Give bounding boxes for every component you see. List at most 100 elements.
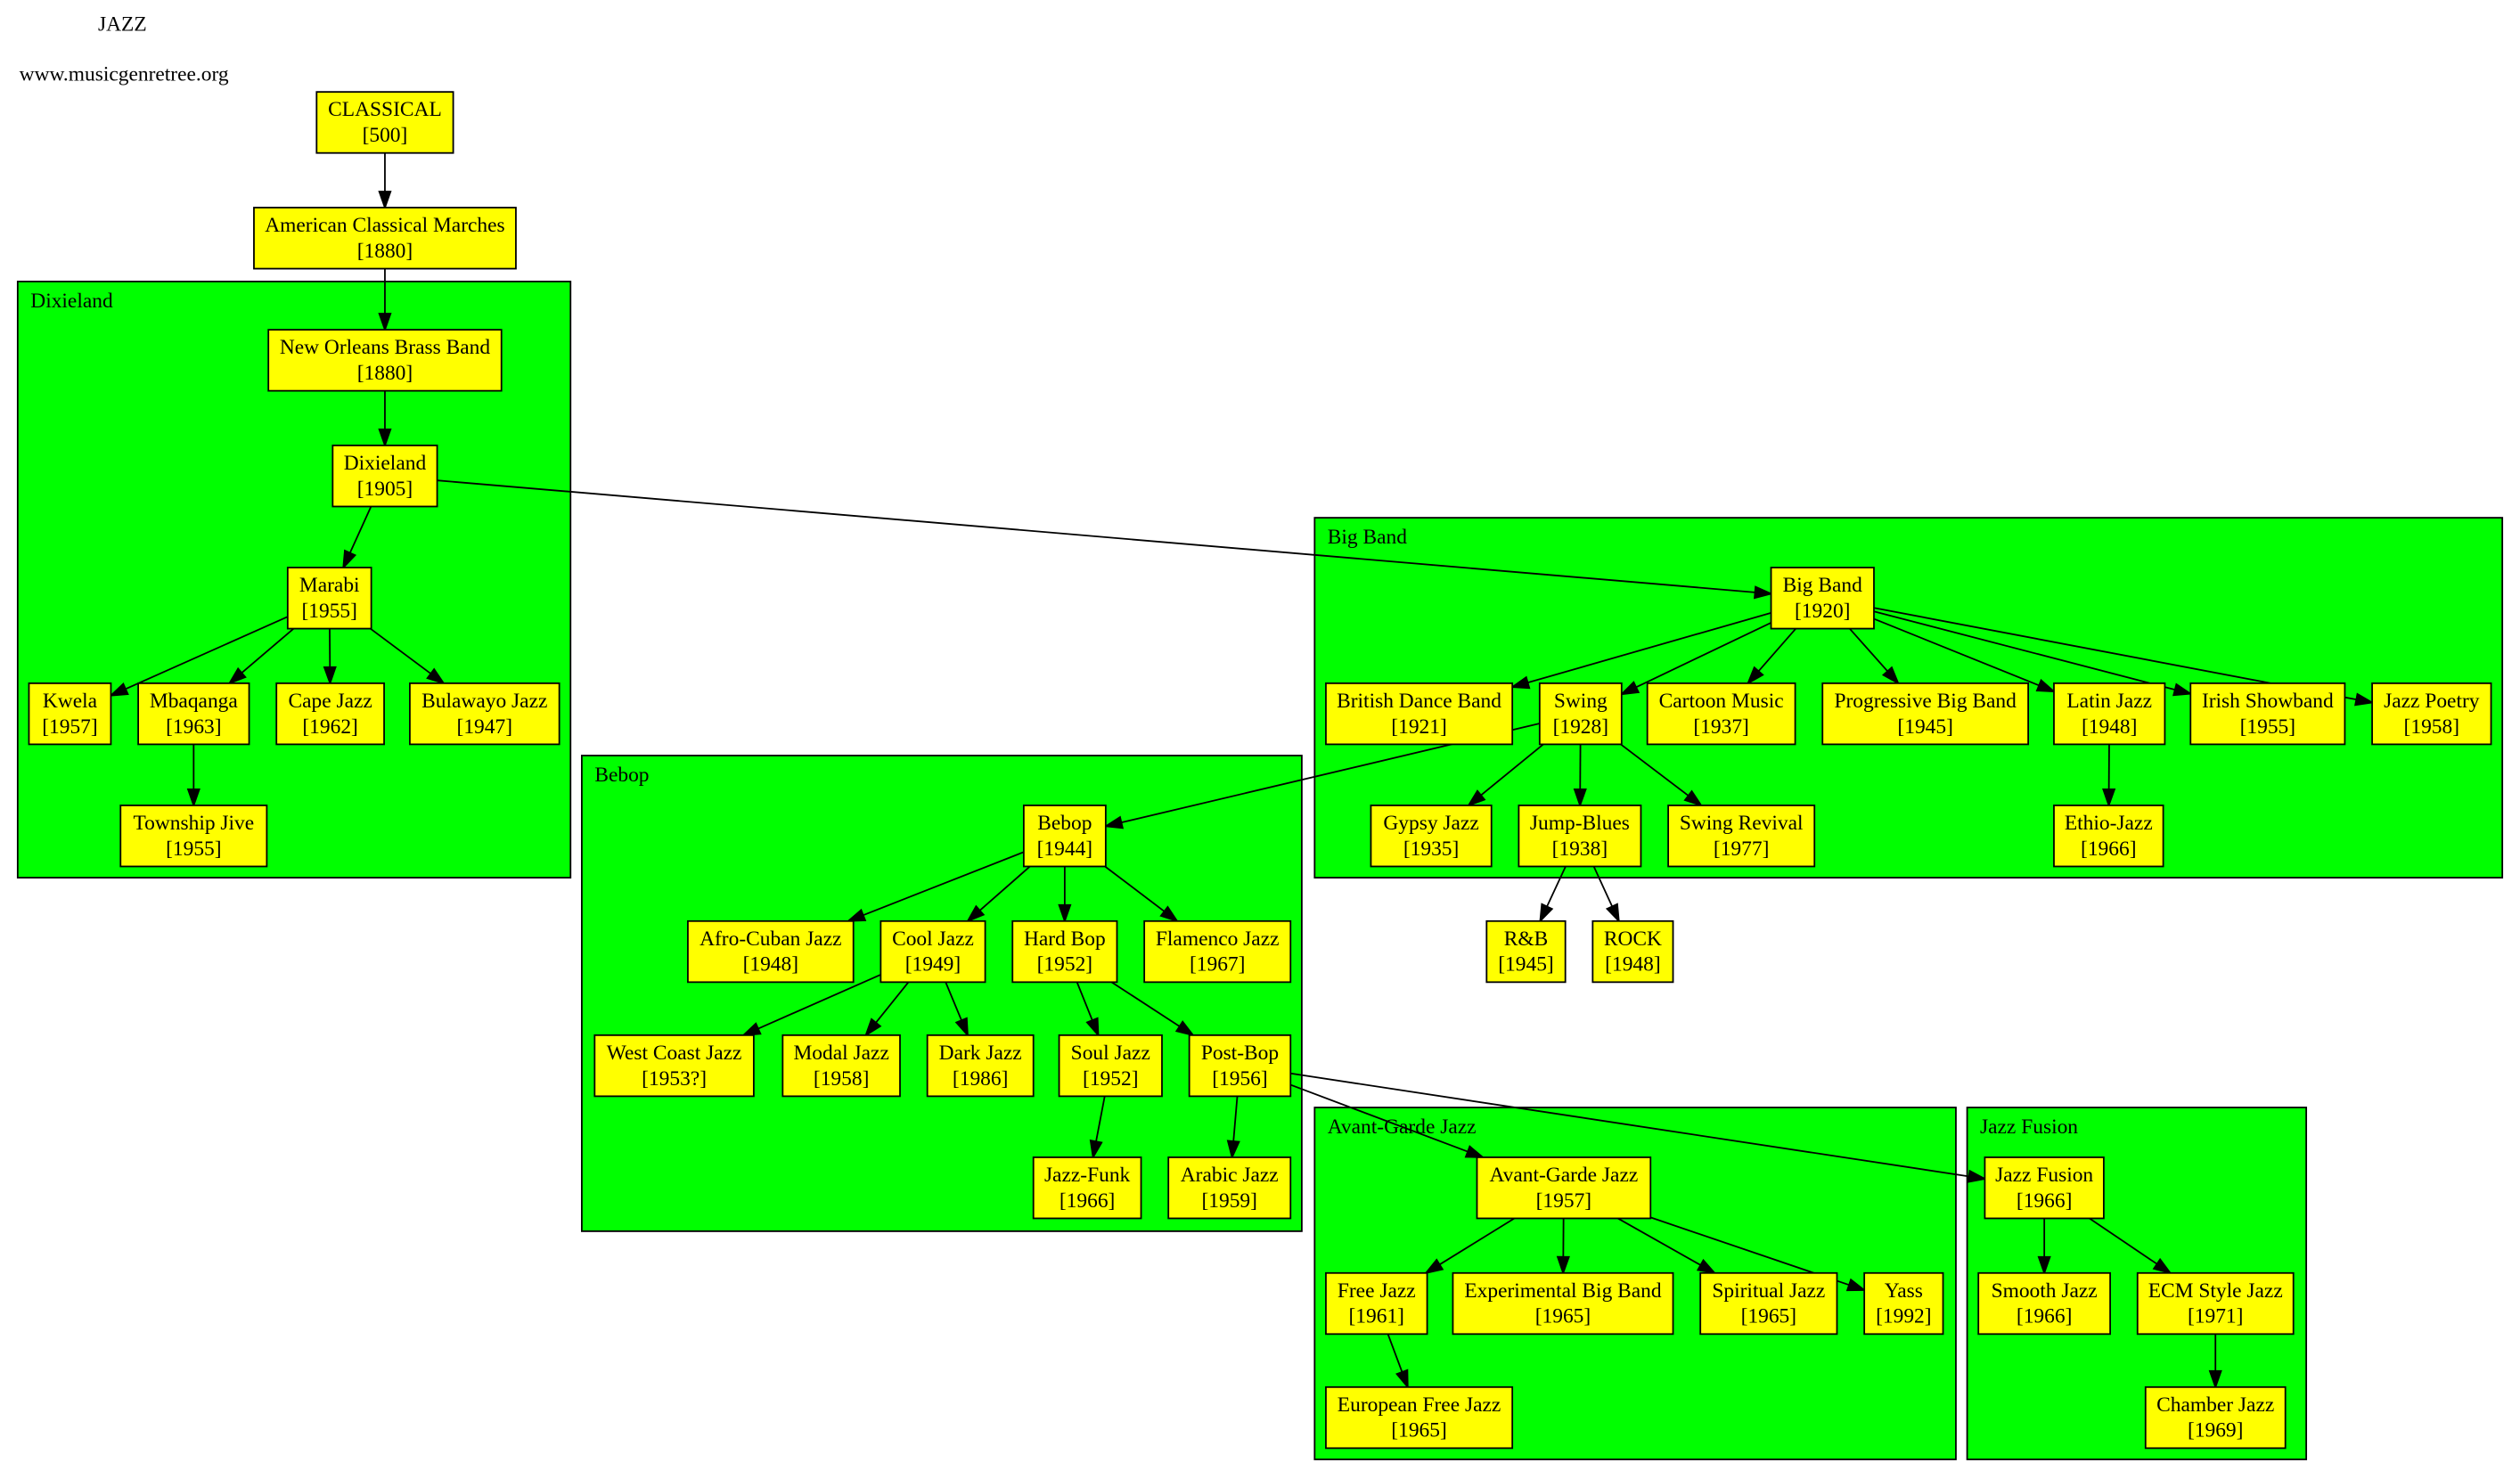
edge-latin-to-ethio bbox=[2102, 744, 2116, 808]
genre-year: [1967] bbox=[1190, 953, 1246, 976]
genre-node-spiritual[interactable]: Spiritual Jazz[1965] bbox=[1699, 1271, 1838, 1336]
genre-node-kwela[interactable]: Kwela[1957] bbox=[28, 682, 112, 746]
genre-node-dixie[interactable]: Dixieland[1905] bbox=[331, 445, 438, 508]
edge-line bbox=[1873, 617, 2040, 687]
genre-node-capejazz[interactable]: Cape Jazz[1962] bbox=[275, 682, 385, 746]
genre-box bbox=[315, 91, 454, 154]
genre-year: [1921] bbox=[1391, 715, 1447, 739]
genre-node-cool[interactable]: Cool Jazz[1949] bbox=[880, 919, 986, 984]
genre-box bbox=[1646, 682, 1796, 746]
arrowhead-icon bbox=[227, 666, 247, 685]
genre-box bbox=[2136, 1271, 2295, 1336]
genre-node-nobb[interactable]: New Orleans Brass Band[1880] bbox=[267, 329, 503, 392]
genre-node-mbaqanga[interactable]: Mbaqanga[1963] bbox=[137, 682, 250, 746]
genre-node-bigband[interactable]: Big Band[1920] bbox=[1770, 567, 1875, 630]
genre-node-rnb[interactable]: R&B[1945] bbox=[1485, 919, 1567, 984]
genre-year: [1963] bbox=[166, 715, 222, 739]
genre-year: [1953?] bbox=[642, 1067, 707, 1091]
genre-year: [1966] bbox=[2081, 838, 2137, 861]
genre-name: Cape Jazz bbox=[288, 690, 372, 713]
genre-node-irish[interactable]: Irish Showband[1955] bbox=[2189, 682, 2346, 746]
genre-node-bulawayo[interactable]: Bulawayo Jazz[1947] bbox=[409, 682, 560, 746]
arrowhead-icon bbox=[1683, 789, 1704, 807]
genre-node-soul[interactable]: Soul Jazz[1952] bbox=[1058, 1034, 1163, 1098]
arrowhead-icon bbox=[846, 908, 867, 922]
edge-bigband-to-latin bbox=[1873, 617, 2057, 693]
genre-node-arabic[interactable]: Arabic Jazz[1959] bbox=[1167, 1156, 1292, 1220]
genre-node-rock[interactable]: ROCK[1948] bbox=[1591, 919, 1674, 984]
genre-node-postbop[interactable]: Post-Bop[1956] bbox=[1188, 1034, 1292, 1098]
genre-node-acm[interactable]: American Classical Marches[1880] bbox=[253, 207, 517, 270]
genre-box bbox=[1538, 682, 1623, 746]
genre-name: Progressive Big Band bbox=[1834, 690, 2017, 713]
genre-node-fusion[interactable]: Jazz Fusion[1966] bbox=[1984, 1156, 2105, 1220]
genre-node-avantgarde[interactable]: Avant-Garde Jazz[1957] bbox=[1476, 1156, 1652, 1220]
genre-node-british[interactable]: British Dance Band[1921] bbox=[1325, 682, 1514, 746]
genre-node-swingrevival[interactable]: Swing Revival[1977] bbox=[1667, 805, 1816, 868]
genre-node-expbigband[interactable]: Experimental Big Band[1965] bbox=[1452, 1271, 1674, 1336]
genre-node-yass[interactable]: Yass[1992] bbox=[1863, 1271, 1944, 1336]
genre-node-free[interactable]: Free Jazz[1961] bbox=[1325, 1271, 1428, 1336]
arrowhead-icon bbox=[378, 313, 392, 332]
genre-year: [1945] bbox=[1498, 953, 1554, 976]
edge-hardbop-to-postbop bbox=[1110, 981, 1196, 1037]
arrowhead-icon bbox=[1746, 666, 1764, 685]
genre-node-poetry[interactable]: Jazz Poetry[1958] bbox=[2371, 682, 2492, 746]
arrowhead-icon bbox=[1464, 1145, 1485, 1158]
genre-node-westcoast[interactable]: West Coast Jazz[1953?] bbox=[593, 1034, 755, 1098]
genre-node-afrocuban[interactable]: Afro-Cuban Jazz[1948] bbox=[687, 919, 855, 984]
genre-node-bebop[interactable]: Bebop[1944] bbox=[1022, 805, 1107, 868]
genre-name: Afro-Cuban Jazz bbox=[700, 927, 841, 951]
genre-node-flamenco[interactable]: Flamenco Jazz[1967] bbox=[1143, 919, 1292, 984]
edge-line bbox=[1289, 1083, 1469, 1153]
genre-box bbox=[1370, 805, 1493, 868]
genre-node-jumpblues[interactable]: Jump-Blues[1938] bbox=[1518, 805, 1642, 868]
edge-postbop-to-avantgarde bbox=[1289, 1083, 1485, 1158]
genre-box bbox=[286, 567, 372, 630]
edge-line bbox=[1439, 1217, 1515, 1266]
edge-line bbox=[1849, 627, 1888, 672]
genre-node-chamber[interactable]: Chamber Jazz[1969] bbox=[2144, 1385, 2287, 1450]
genre-box bbox=[1667, 805, 1816, 868]
genre-node-hardbop[interactable]: Hard Bop[1952] bbox=[1011, 919, 1118, 984]
edge-nobb-to-dixie bbox=[378, 390, 392, 448]
arrowhead-icon bbox=[2172, 682, 2193, 697]
edge-bebop-to-flamenco bbox=[1104, 865, 1180, 923]
genre-year: [1955] bbox=[301, 600, 357, 623]
genre-node-gypsy[interactable]: Gypsy Jazz[1935] bbox=[1370, 805, 1493, 868]
genre-node-modal[interactable]: Modal Jazz[1958] bbox=[781, 1034, 901, 1098]
genre-name: New Orleans Brass Band bbox=[280, 336, 491, 359]
genre-node-eurofree[interactable]: European Free Jazz[1965] bbox=[1325, 1385, 1514, 1450]
edge-line bbox=[1480, 743, 1544, 797]
genre-year: [1966] bbox=[2017, 1189, 2073, 1213]
genre-node-progressive[interactable]: Progressive Big Band[1945] bbox=[1821, 682, 2030, 746]
genre-node-marabi[interactable]: Marabi[1955] bbox=[286, 567, 372, 630]
genre-node-smooth[interactable]: Smooth Jazz[1966] bbox=[1977, 1271, 2111, 1336]
genre-node-swing[interactable]: Swing[1928] bbox=[1538, 682, 1623, 746]
genre-node-classical[interactable]: CLASSICAL[500] bbox=[315, 91, 454, 154]
edge-line bbox=[757, 974, 881, 1030]
edge-line bbox=[348, 506, 372, 553]
genre-node-dark[interactable]: Dark Jazz[1986] bbox=[926, 1034, 1035, 1098]
genre-year: [1965] bbox=[1741, 1305, 1797, 1328]
genre-node-township[interactable]: Township Jive[1955] bbox=[119, 805, 268, 868]
genre-node-cartoon[interactable]: Cartoon Music[1937] bbox=[1646, 682, 1796, 746]
arrowhead-icon bbox=[1510, 675, 1531, 690]
genre-node-latin[interactable]: Latin Jazz[1948] bbox=[2053, 682, 2166, 746]
genre-name: Swing bbox=[1554, 690, 1608, 713]
genre-box bbox=[1591, 919, 1674, 984]
genre-box bbox=[1325, 1271, 1428, 1336]
genre-year: [1971] bbox=[2188, 1305, 2244, 1328]
genre-node-ecm[interactable]: ECM Style Jazz[1971] bbox=[2136, 1271, 2295, 1336]
edge-line bbox=[1095, 1096, 1106, 1142]
edge-line bbox=[1546, 866, 1567, 907]
genre-name: Hard Bop bbox=[1024, 927, 1106, 951]
edge-line bbox=[1620, 743, 1690, 797]
edge-line bbox=[125, 616, 289, 690]
genre-year: [1966] bbox=[1060, 1189, 1116, 1213]
genre-name: Jump-Blues bbox=[1530, 812, 1630, 835]
genre-node-funk[interactable]: Jazz-Funk[1966] bbox=[1032, 1156, 1142, 1220]
genre-name: Dixieland bbox=[344, 452, 427, 475]
genre-node-ethio[interactable]: Ethio-Jazz[1966] bbox=[2053, 805, 2164, 868]
